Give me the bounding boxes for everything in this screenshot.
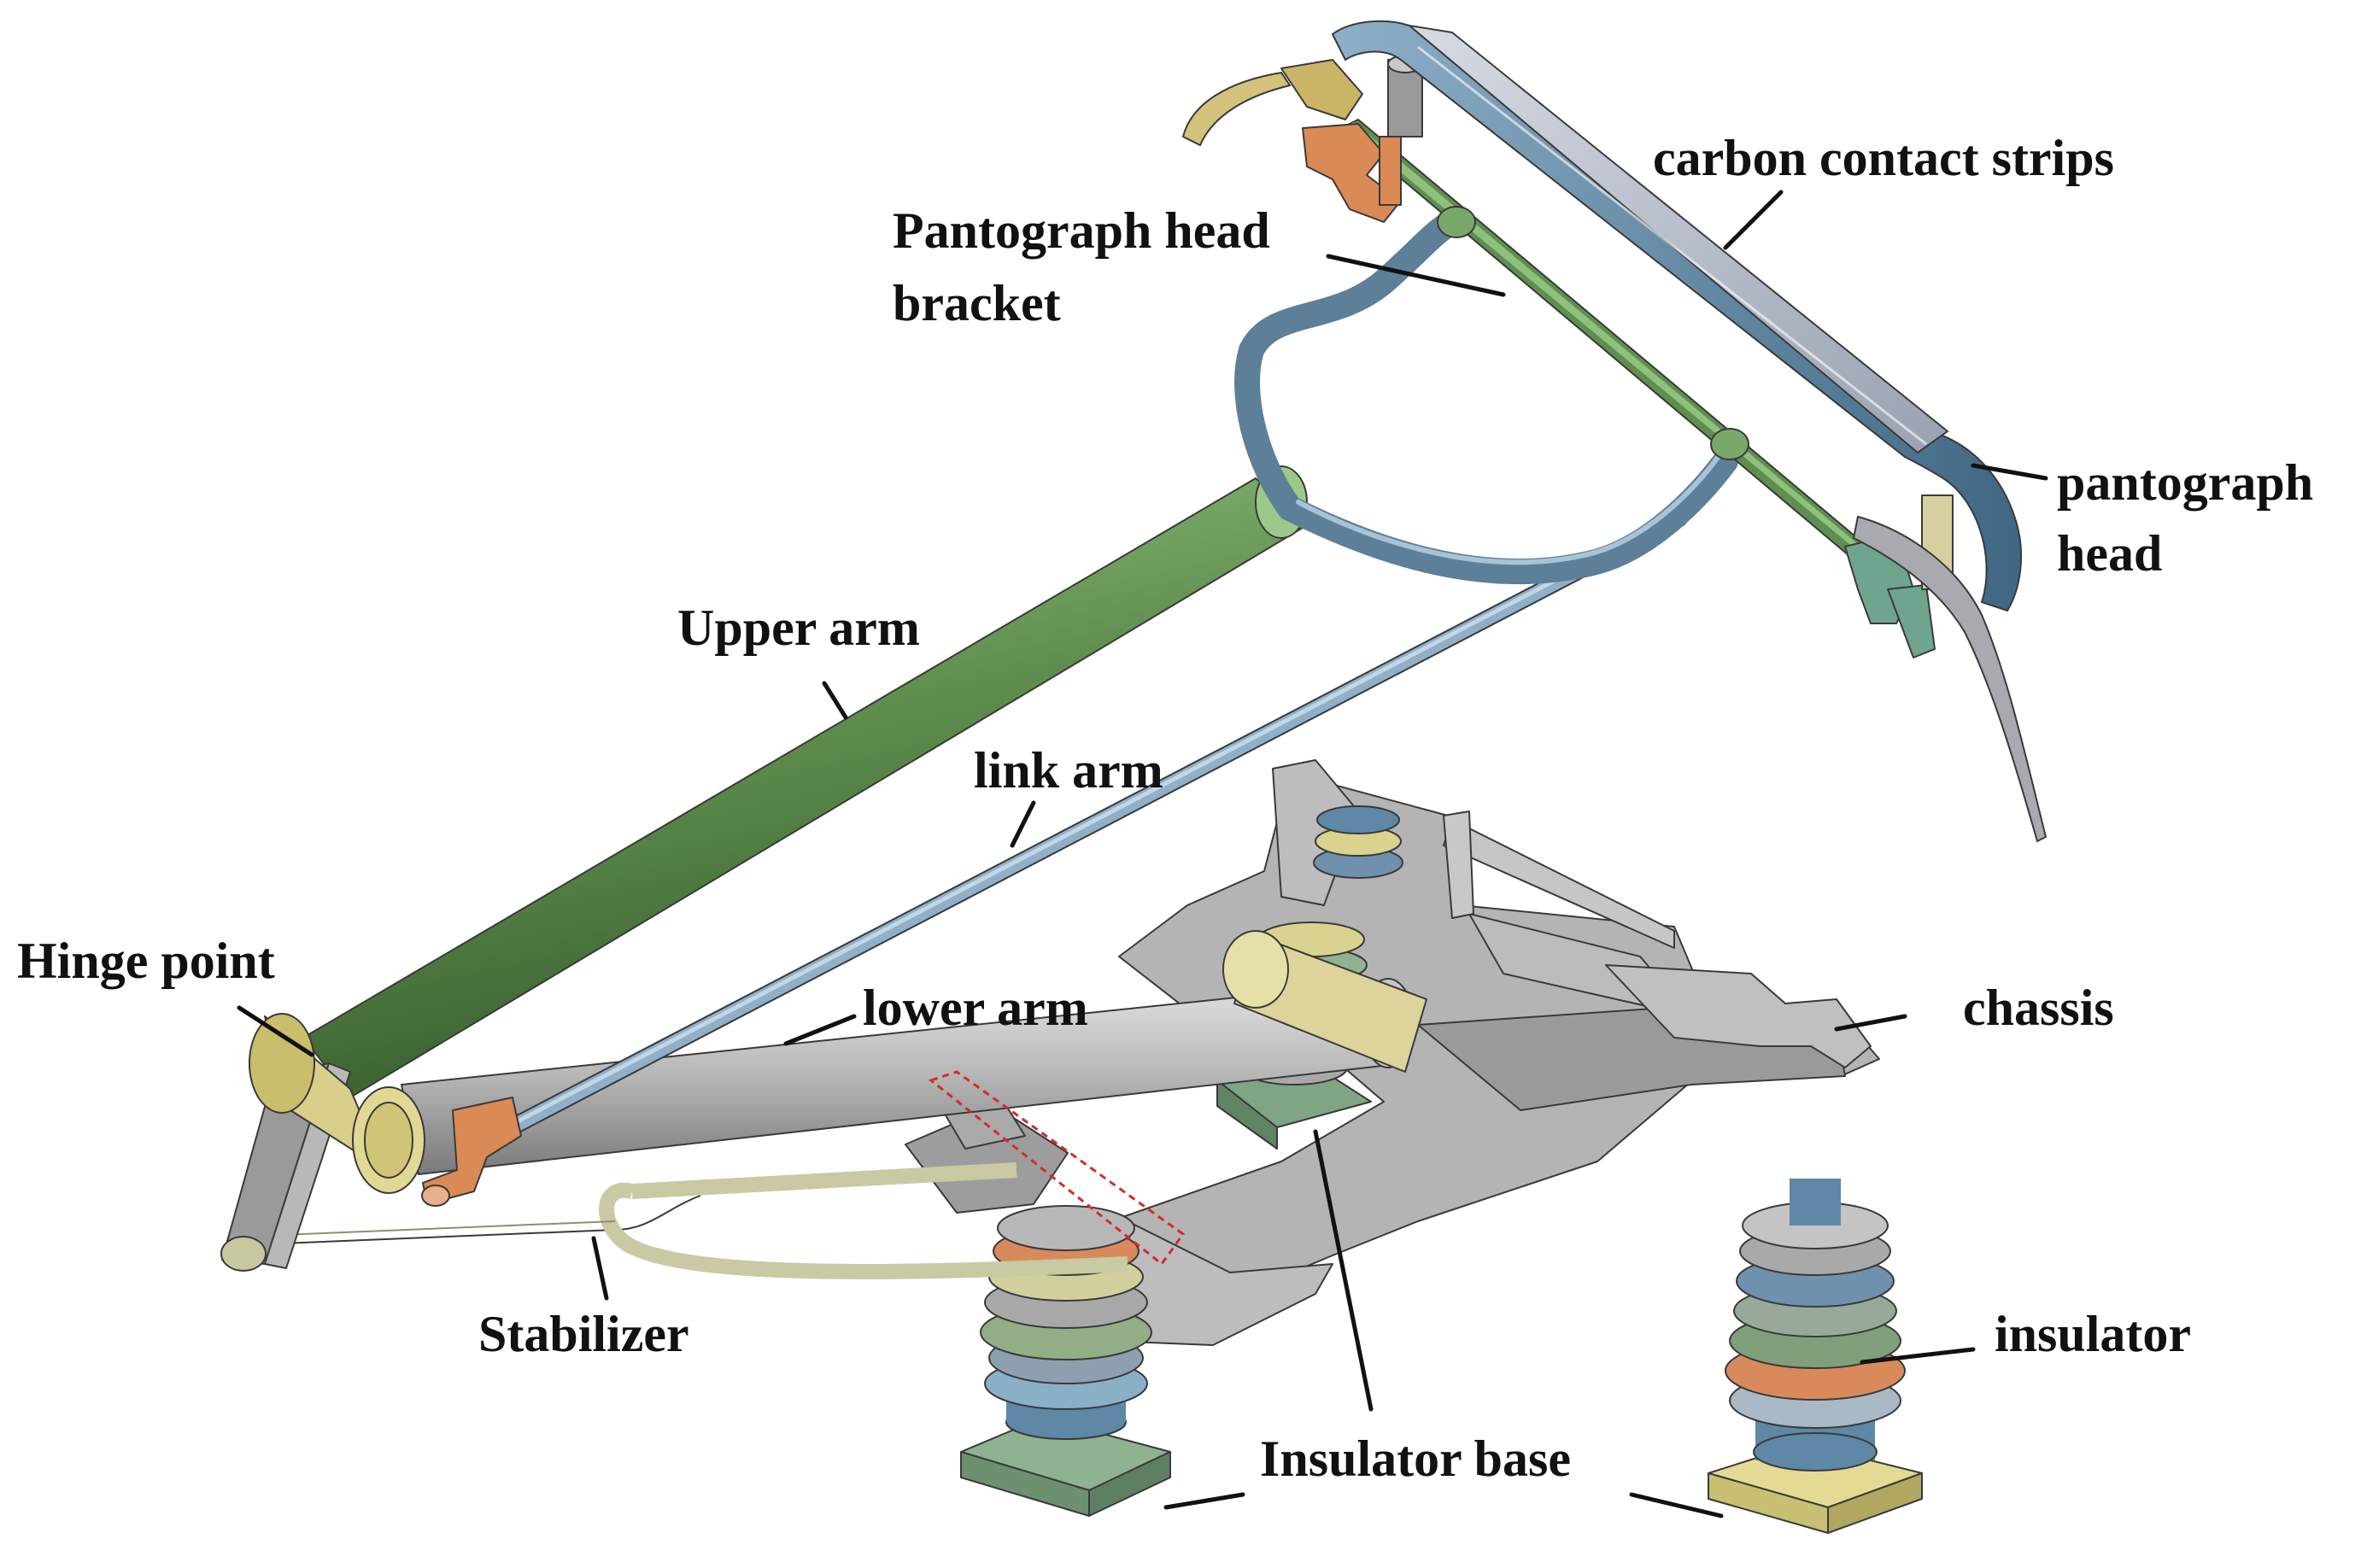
label-pantograph-head-line2: head: [2057, 525, 2162, 582]
lower-arm: [401, 930, 1427, 1267]
head-frame: [1234, 209, 1738, 585]
label-head-bracket-line1: Pantograph head: [893, 202, 1270, 259]
label-chassis: chassis: [1963, 980, 2114, 1036]
pantograph-head-bracket: [1302, 55, 1954, 658]
label-hinge-point: Hinge point: [17, 933, 275, 989]
leader-hinge-point: [237, 1005, 314, 1057]
leader-carbon-strips: [1723, 190, 1784, 250]
leader-upper-arm: [822, 681, 848, 720]
labels: carbon contact strips Pantograph head br…: [17, 130, 2313, 1487]
insulator-right-front: [1708, 1179, 1923, 1534]
label-upper-arm: Upper arm: [677, 600, 920, 656]
leader-lower-arm: [783, 1014, 857, 1046]
label-carbon-contact-strips: carbon contact strips: [1653, 130, 2114, 186]
link-arm: [421, 512, 1685, 1207]
leader-insulator: [1860, 1347, 1976, 1365]
leader-insulator-base-center: [1313, 1129, 1374, 1412]
label-lower-arm: lower arm: [863, 980, 1088, 1036]
leader-head-bracket: [1326, 254, 1506, 297]
label-stabilizer: Stabilizer: [478, 1306, 689, 1362]
leader-lines: [237, 190, 2048, 1518]
label-head-bracket-line2: bracket: [893, 275, 1061, 331]
stabilizer: [238, 1162, 1128, 1279]
insulator-left-front: [960, 1205, 1171, 1517]
pantograph-head: [1181, 20, 2048, 843]
leader-chassis: [1834, 1014, 1907, 1032]
leader-insulator-base-left: [1163, 1492, 1245, 1510]
leader-insulator-base-right: [1629, 1492, 1724, 1518]
insulator-rear-top: [1313, 805, 1403, 879]
label-insulator-base: Insulator base: [1260, 1431, 1571, 1487]
label-pantograph-head-line1: pantograph: [2057, 454, 2313, 511]
leader-link-arm: [1010, 800, 1036, 848]
label-insulator: insulator: [1995, 1306, 2191, 1362]
hinge-point: [220, 1013, 425, 1272]
label-link-arm: link arm: [974, 742, 1163, 799]
leader-stabilizer: [591, 1236, 609, 1301]
leader-pantograph-head: [1971, 463, 2048, 481]
